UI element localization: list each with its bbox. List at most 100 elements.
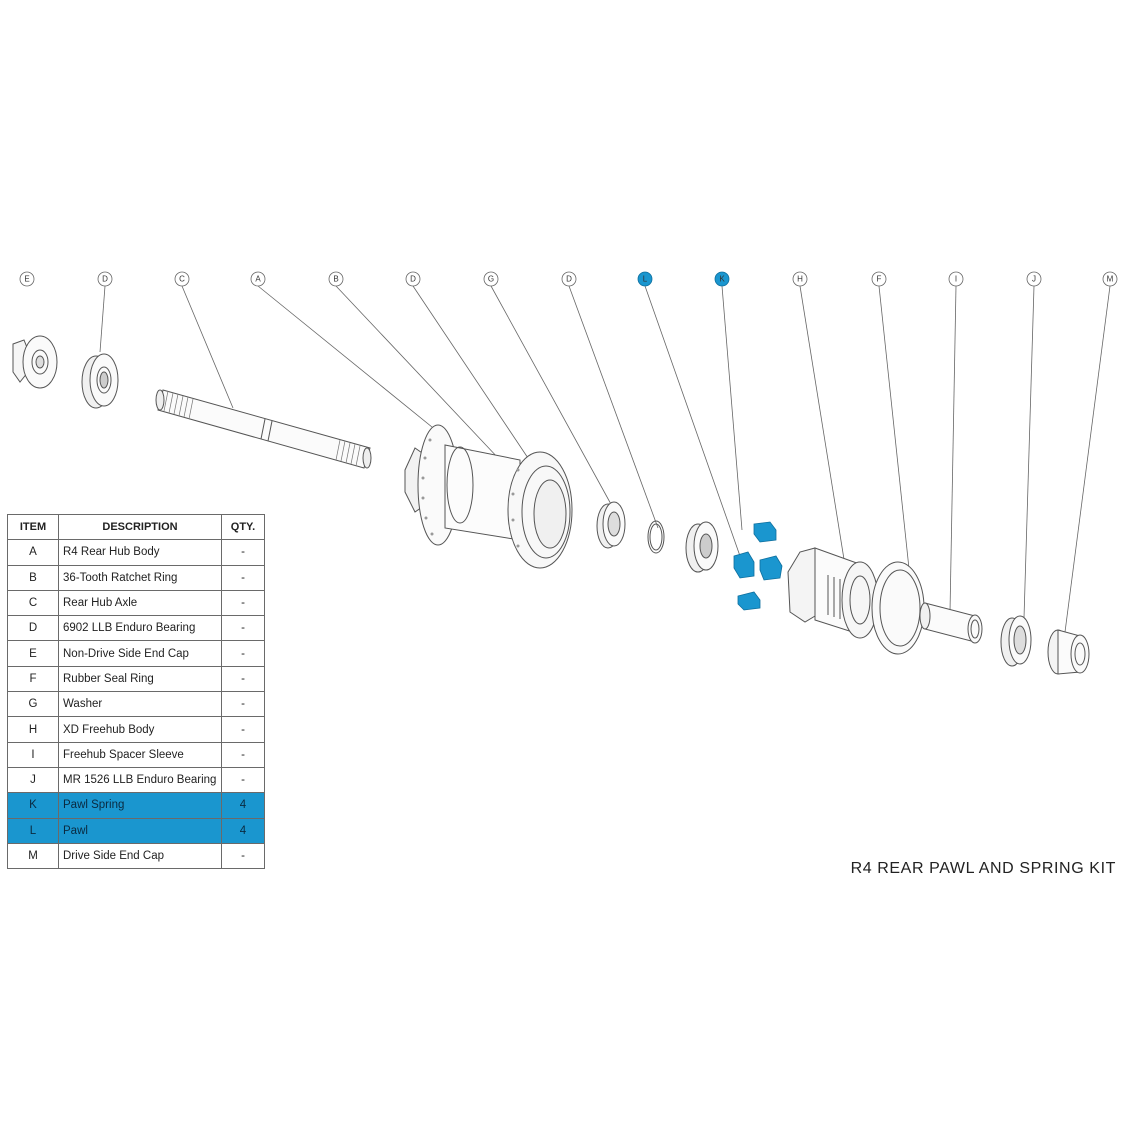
callout-c: C bbox=[174, 271, 190, 287]
row-description: Pawl bbox=[58, 817, 222, 844]
part-c-axle bbox=[155, 389, 372, 469]
row-description: XD Freehub Body bbox=[58, 716, 222, 743]
callout-circle bbox=[1102, 271, 1118, 287]
callout-label: E bbox=[24, 275, 29, 284]
callout-circle bbox=[948, 271, 964, 287]
part-m-end-cap bbox=[1047, 629, 1090, 675]
callout-circle bbox=[174, 271, 190, 287]
part-k-l-pawls-springs bbox=[733, 521, 783, 611]
kit-title: R4 REAR PAWL AND SPRING KIT bbox=[850, 860, 1116, 877]
callout-circle bbox=[250, 271, 266, 287]
leader-lines bbox=[99, 285, 1111, 633]
callout-a: A bbox=[250, 271, 266, 287]
callout-label: I bbox=[955, 275, 957, 284]
row-qty: 4 bbox=[221, 817, 265, 844]
callout-circle bbox=[871, 271, 887, 287]
row-qty: - bbox=[221, 741, 265, 768]
row-description: Freehub Spacer Sleeve bbox=[58, 741, 222, 768]
callout-label: D bbox=[566, 275, 572, 284]
row-qty: - bbox=[221, 539, 265, 566]
table-row: G Washer - bbox=[7, 691, 265, 718]
callout-f: F bbox=[871, 271, 887, 287]
part-f-seal-ring bbox=[871, 561, 925, 655]
row-qty: - bbox=[221, 640, 265, 667]
header-qty: QTY. bbox=[221, 513, 265, 541]
callout-circle bbox=[328, 271, 344, 287]
callout-i: I bbox=[948, 271, 964, 287]
row-qty: - bbox=[221, 615, 265, 642]
callout-circle bbox=[483, 271, 499, 287]
row-qty: - bbox=[221, 842, 265, 870]
part-h-freehub bbox=[787, 547, 879, 639]
table-row-highlighted: K Pawl Spring 4 bbox=[7, 792, 265, 819]
callout-circle bbox=[1026, 271, 1042, 287]
table-row: E Non-Drive Side End Cap - bbox=[7, 640, 265, 667]
table-row: M Drive Side End Cap - bbox=[7, 842, 265, 870]
row-qty: - bbox=[221, 665, 265, 693]
header-item: ITEM bbox=[7, 513, 59, 541]
callout-label: L bbox=[643, 275, 648, 284]
table-row: F Rubber Seal Ring - bbox=[7, 665, 265, 693]
parts-table-header: ITEM DESCRIPTION QTY. bbox=[7, 513, 265, 541]
callout-circle bbox=[561, 271, 577, 287]
row-description: 36-Tooth Ratchet Ring bbox=[58, 564, 222, 591]
row-item: L bbox=[7, 817, 59, 844]
part-g-washer bbox=[647, 520, 665, 554]
row-description: Pawl Spring bbox=[58, 792, 222, 819]
callout-label: A bbox=[255, 275, 261, 284]
part-i-spacer-sleeve bbox=[919, 602, 983, 644]
callout-b: B bbox=[328, 271, 344, 287]
row-qty: - bbox=[221, 691, 265, 718]
part-j-bearing bbox=[1000, 615, 1032, 667]
row-item: C bbox=[7, 589, 59, 617]
row-description: MR 1526 LLB Enduro Bearing bbox=[58, 766, 222, 794]
row-item: F bbox=[7, 665, 59, 693]
row-qty: 4 bbox=[221, 792, 265, 819]
row-item: G bbox=[7, 691, 59, 718]
callout-circle bbox=[405, 271, 421, 287]
row-description: Non-Drive Side End Cap bbox=[58, 640, 222, 667]
part-d-bearing-2 bbox=[596, 501, 626, 549]
table-row: A R4 Rear Hub Body - bbox=[7, 539, 265, 566]
row-description: Drive Side End Cap bbox=[58, 842, 222, 870]
callout-circle bbox=[97, 271, 113, 287]
part-e-end-cap bbox=[12, 335, 58, 389]
row-qty: - bbox=[221, 766, 265, 794]
table-row-highlighted: L Pawl 4 bbox=[7, 817, 265, 844]
callout-label: K bbox=[719, 275, 725, 284]
callout-label: J bbox=[1032, 275, 1036, 284]
callout-e: E bbox=[19, 271, 35, 287]
callout-label: G bbox=[488, 275, 494, 284]
table-row: B 36-Tooth Ratchet Ring - bbox=[7, 564, 265, 591]
callout-g: G bbox=[483, 271, 499, 287]
parts-table: ITEM DESCRIPTION QTY. A R4 Rear Hub Body… bbox=[7, 513, 265, 870]
callout-label: D bbox=[102, 275, 108, 284]
row-description: Washer bbox=[58, 691, 222, 718]
row-item: H bbox=[7, 716, 59, 743]
row-description: 6902 LLB Enduro Bearing bbox=[58, 615, 222, 642]
callout-m: M bbox=[1102, 271, 1118, 287]
header-description: DESCRIPTION bbox=[58, 513, 222, 541]
callout-j: J bbox=[1026, 271, 1042, 287]
row-qty: - bbox=[221, 716, 265, 743]
row-qty: - bbox=[221, 564, 265, 591]
row-description: Rear Hub Axle bbox=[58, 589, 222, 617]
row-item: K bbox=[7, 792, 59, 819]
row-description: Rubber Seal Ring bbox=[58, 665, 222, 693]
callout-label: F bbox=[877, 275, 882, 284]
callout-circle bbox=[19, 271, 35, 287]
callout-circle bbox=[792, 271, 808, 287]
part-d-bearing-1 bbox=[81, 353, 119, 409]
row-qty: - bbox=[221, 589, 265, 617]
row-description: R4 Rear Hub Body bbox=[58, 539, 222, 566]
callout-circle bbox=[637, 271, 653, 287]
table-row: D 6902 LLB Enduro Bearing - bbox=[7, 615, 265, 642]
callout-label: C bbox=[179, 275, 185, 284]
part-a-hub-body bbox=[404, 424, 573, 569]
table-row: I Freehub Spacer Sleeve - bbox=[7, 741, 265, 768]
row-item: M bbox=[7, 842, 59, 870]
callout-l: L bbox=[637, 271, 653, 287]
part-d-bearing-3 bbox=[685, 521, 719, 573]
